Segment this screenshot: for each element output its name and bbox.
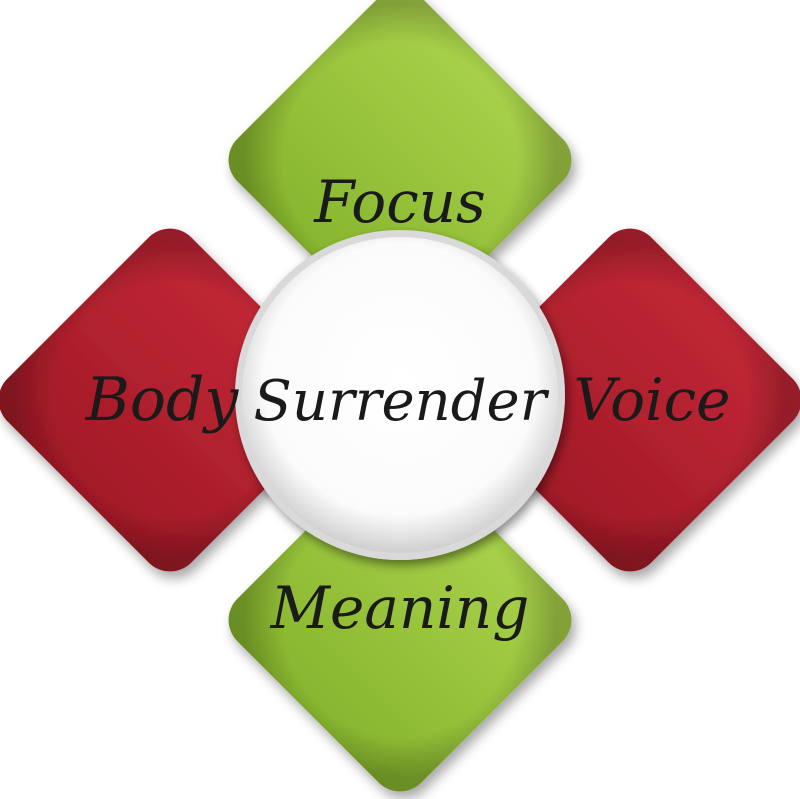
center-circle <box>235 230 565 560</box>
petal-right-bevel <box>458 228 800 572</box>
center-circle-shape <box>242 237 558 553</box>
label-left: Body <box>85 365 240 435</box>
petal-top-bevel <box>228 0 572 332</box>
label-center: Surrender <box>254 369 550 434</box>
label-top: Focus <box>313 168 486 236</box>
petal-top <box>228 0 572 332</box>
petal-left <box>0 228 342 572</box>
label-right: Voice <box>574 366 731 434</box>
label-bottom: Meaning <box>270 574 530 642</box>
petal-right <box>458 228 800 572</box>
petal-left-bevel <box>0 228 342 572</box>
